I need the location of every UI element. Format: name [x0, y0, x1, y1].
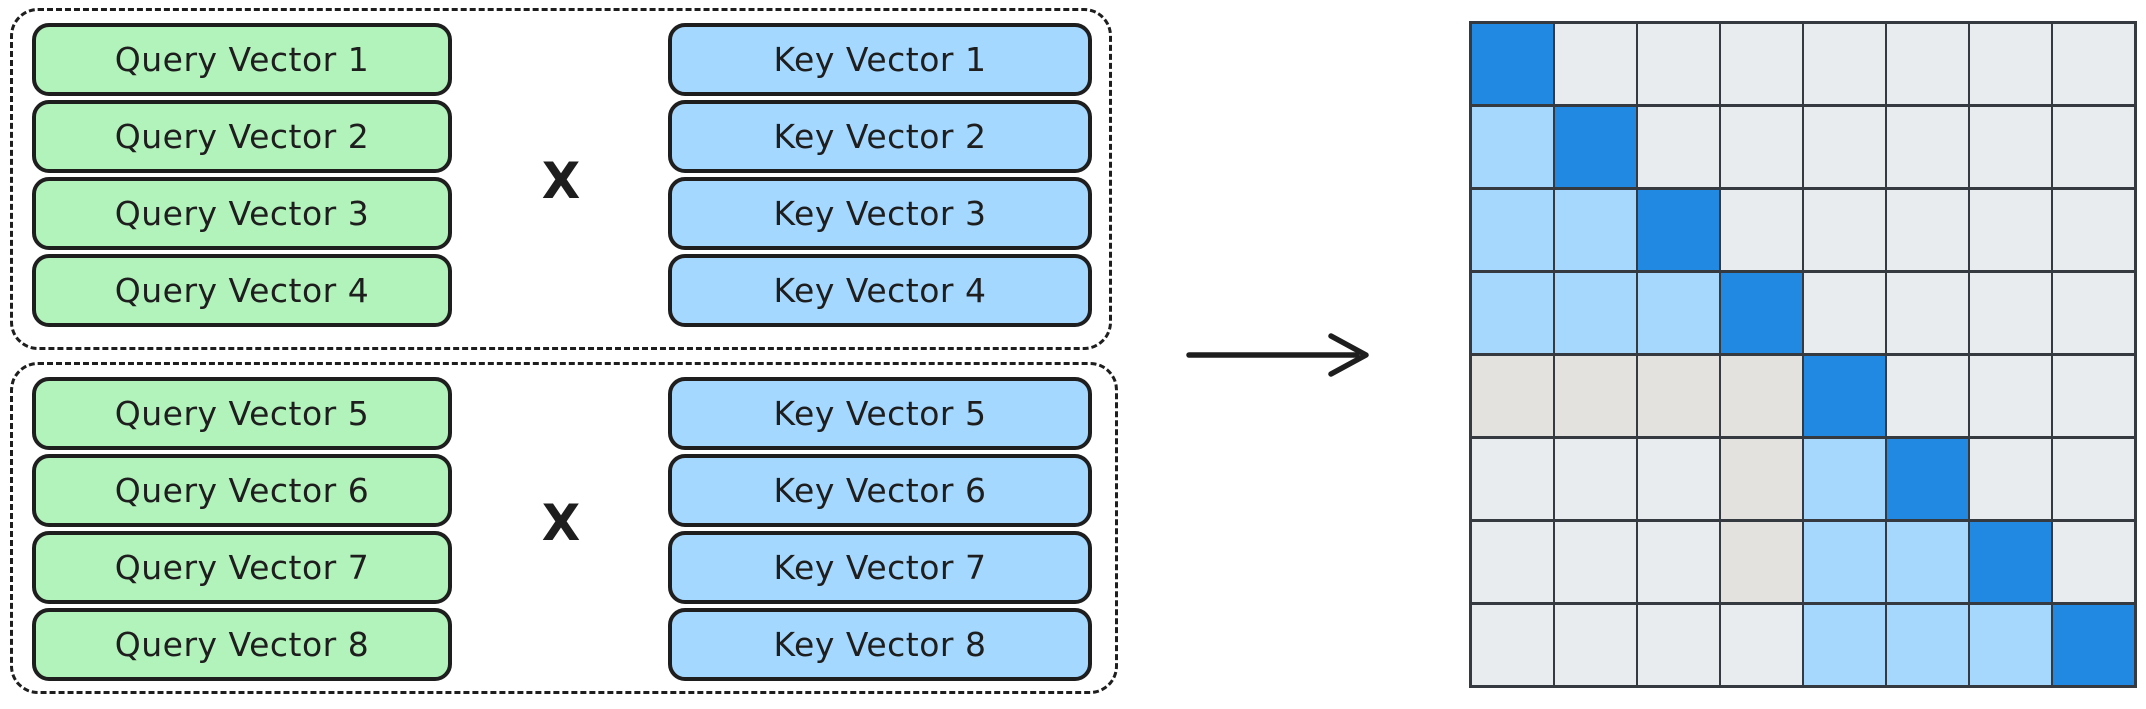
multiply-operator-1: X [541, 152, 581, 210]
matrix-cell-r4c8 [2053, 272, 2134, 354]
multiply-operator-2: X [541, 494, 581, 552]
matrix-cell-r3c7 [1970, 189, 2051, 271]
matrix-cell-r4c7 [1970, 272, 2051, 354]
matrix-cell-r3c8 [2053, 189, 2134, 271]
key-vector-box: Key Vector 1 [668, 23, 1092, 96]
matrix-cell-r3c3 [1638, 189, 1719, 271]
query-vector-box: Query Vector 1 [32, 23, 452, 96]
query-vector-box: Query Vector 3 [32, 177, 452, 250]
matrix-cell-r4c4 [1721, 272, 1802, 354]
matrix-cell-r3c2 [1555, 189, 1636, 271]
key-vector-box: Key Vector 7 [668, 531, 1092, 604]
matrix-cell-r7c7 [1970, 521, 2051, 603]
matrix-cell-r1c4 [1721, 24, 1802, 105]
matrix-cell-r6c8 [2053, 438, 2134, 520]
matrix-cell-r6c3 [1638, 438, 1719, 520]
matrix-cell-r2c3 [1638, 106, 1719, 188]
matrix-cell-r1c7 [1970, 24, 2051, 105]
matrix-cell-r2c4 [1721, 106, 1802, 188]
matrix-cell-r3c5 [1804, 189, 1885, 271]
matrix-cell-r1c2 [1555, 24, 1636, 105]
matrix-cell-r8c8 [2053, 604, 2134, 685]
matrix-cell-r2c5 [1804, 106, 1885, 188]
matrix-cell-r1c3 [1638, 24, 1719, 105]
matrix-cell-r7c1 [1472, 521, 1553, 603]
matrix-cell-r8c3 [1638, 604, 1719, 685]
matrix-cell-r2c8 [2053, 106, 2134, 188]
matrix-cell-r7c4 [1721, 521, 1802, 603]
matrix-cell-r5c6 [1887, 355, 1968, 437]
matrix-cell-r2c2 [1555, 106, 1636, 188]
matrix-cell-r5c2 [1555, 355, 1636, 437]
matrix-cell-r6c7 [1970, 438, 2051, 520]
matrix-cell-r3c4 [1721, 189, 1802, 271]
matrix-cell-r5c4 [1721, 355, 1802, 437]
query-vector-box: Query Vector 8 [32, 608, 452, 681]
query-vector-box: Query Vector 2 [32, 100, 452, 173]
matrix-cell-r7c2 [1555, 521, 1636, 603]
matrix-cell-r1c6 [1887, 24, 1968, 105]
matrix-cell-r7c5 [1804, 521, 1885, 603]
right-arrow-icon [1186, 333, 1369, 377]
matrix-cell-r8c4 [1721, 604, 1802, 685]
matrix-cell-r8c2 [1555, 604, 1636, 685]
matrix-cell-r7c3 [1638, 521, 1719, 603]
matrix-cell-r5c8 [2053, 355, 2134, 437]
key-vector-box: Key Vector 4 [668, 254, 1092, 327]
matrix-cell-r7c8 [2053, 521, 2134, 603]
matrix-cell-r6c4 [1721, 438, 1802, 520]
matrix-cell-r8c7 [1970, 604, 2051, 685]
matrix-cell-r7c6 [1887, 521, 1968, 603]
matrix-cell-r4c1 [1472, 272, 1553, 354]
key-vector-box: Key Vector 6 [668, 454, 1092, 527]
matrix-cell-r8c5 [1804, 604, 1885, 685]
attention-matrix-grid [1469, 21, 2137, 688]
key-vector-box: Key Vector 8 [668, 608, 1092, 681]
matrix-cell-r5c5 [1804, 355, 1885, 437]
query-vector-box: Query Vector 6 [32, 454, 452, 527]
matrix-cell-r6c1 [1472, 438, 1553, 520]
matrix-cell-r2c1 [1472, 106, 1553, 188]
matrix-cell-r5c3 [1638, 355, 1719, 437]
query-vector-box: Query Vector 4 [32, 254, 452, 327]
matrix-cell-r8c6 [1887, 604, 1968, 685]
query-vector-box: Query Vector 5 [32, 377, 452, 450]
matrix-cell-r2c7 [1970, 106, 2051, 188]
matrix-cell-r5c7 [1970, 355, 2051, 437]
matrix-cell-r1c8 [2053, 24, 2134, 105]
matrix-cell-r3c1 [1472, 189, 1553, 271]
key-vector-box: Key Vector 3 [668, 177, 1092, 250]
matrix-cell-r4c3 [1638, 272, 1719, 354]
matrix-cell-r4c6 [1887, 272, 1968, 354]
matrix-cell-r6c5 [1804, 438, 1885, 520]
matrix-cell-r1c5 [1804, 24, 1885, 105]
query-vector-box: Query Vector 7 [32, 531, 452, 604]
matrix-cell-r4c2 [1555, 272, 1636, 354]
key-vector-box: Key Vector 2 [668, 100, 1092, 173]
matrix-cell-r4c5 [1804, 272, 1885, 354]
key-vector-box: Key Vector 5 [668, 377, 1092, 450]
matrix-cell-r5c1 [1472, 355, 1553, 437]
matrix-cell-r1c1 [1472, 24, 1553, 105]
matrix-cell-r2c6 [1887, 106, 1968, 188]
matrix-cell-r3c6 [1887, 189, 1968, 271]
matrix-cell-r6c2 [1555, 438, 1636, 520]
matrix-cell-r8c1 [1472, 604, 1553, 685]
matrix-cell-r6c6 [1887, 438, 1968, 520]
